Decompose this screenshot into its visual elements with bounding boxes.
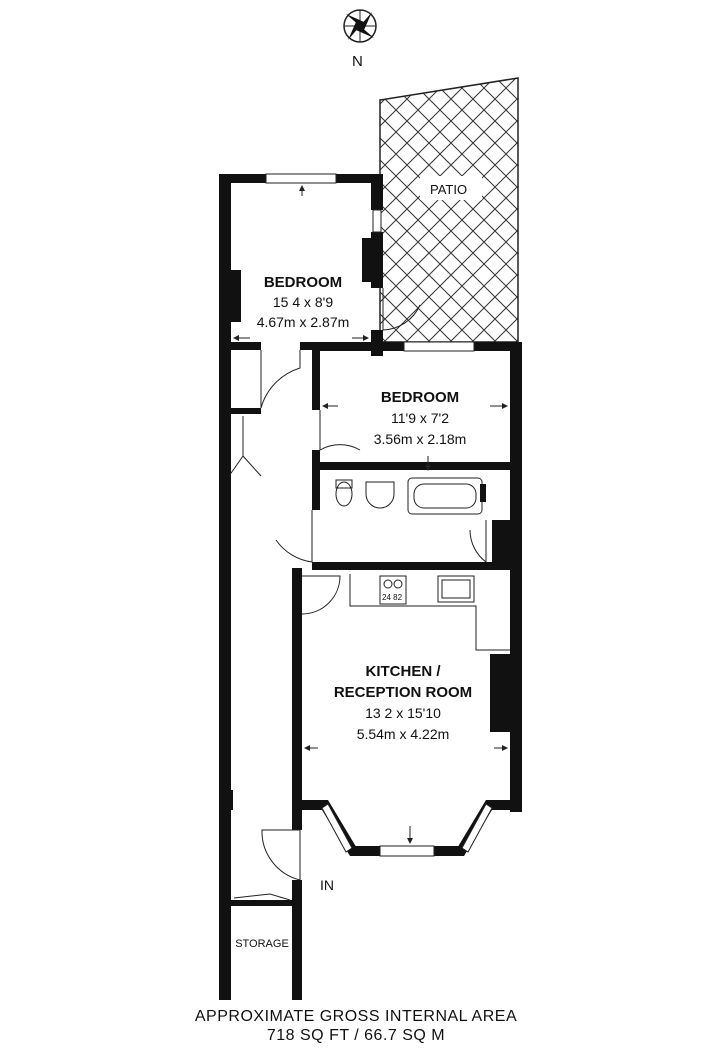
compass-rose-icon [343,9,377,43]
storage-label: STORAGE [235,938,289,950]
kitchen-name-line1: KITCHEN / [366,663,442,680]
bedroom2-metric: 3.56m x 2.18m [374,431,467,447]
entrance-label: IN [320,877,334,893]
hob-label: 24 82 [382,593,403,602]
floor-plan: N PATIO [219,9,522,1000]
kitchen-name-line2: RECEPTION ROOM [334,684,472,701]
windows [265,173,493,857]
kitchen-metric: 5.54m x 4.22m [357,726,450,742]
area-summary-line2: 718 SQ FT / 66.7 SQ M [266,1027,446,1044]
patio-label: PATIO [430,182,467,197]
bedroom2-name: BEDROOM [381,389,459,406]
bedroom1-metric: 4.67m x 2.87m [257,314,350,330]
kitchen-imperial: 13 2 x 15'10 [365,705,441,721]
patio-area [379,77,519,343]
bedroom2-imperial: 11'9 x 7'2 [391,410,449,426]
bedroom1-name: BEDROOM [264,274,342,291]
bedroom1-imperial: 15 4 x 8'9 [273,294,333,310]
bathroom-fixtures [335,477,486,515]
kitchen-fixtures [349,574,510,651]
area-summary-line1: APPROXIMATE GROSS INTERNAL AREA [194,1008,518,1025]
interior-walls [227,238,522,906]
doors [228,288,487,901]
compass-letter: N [352,53,363,70]
dimension-arrows [233,185,508,844]
